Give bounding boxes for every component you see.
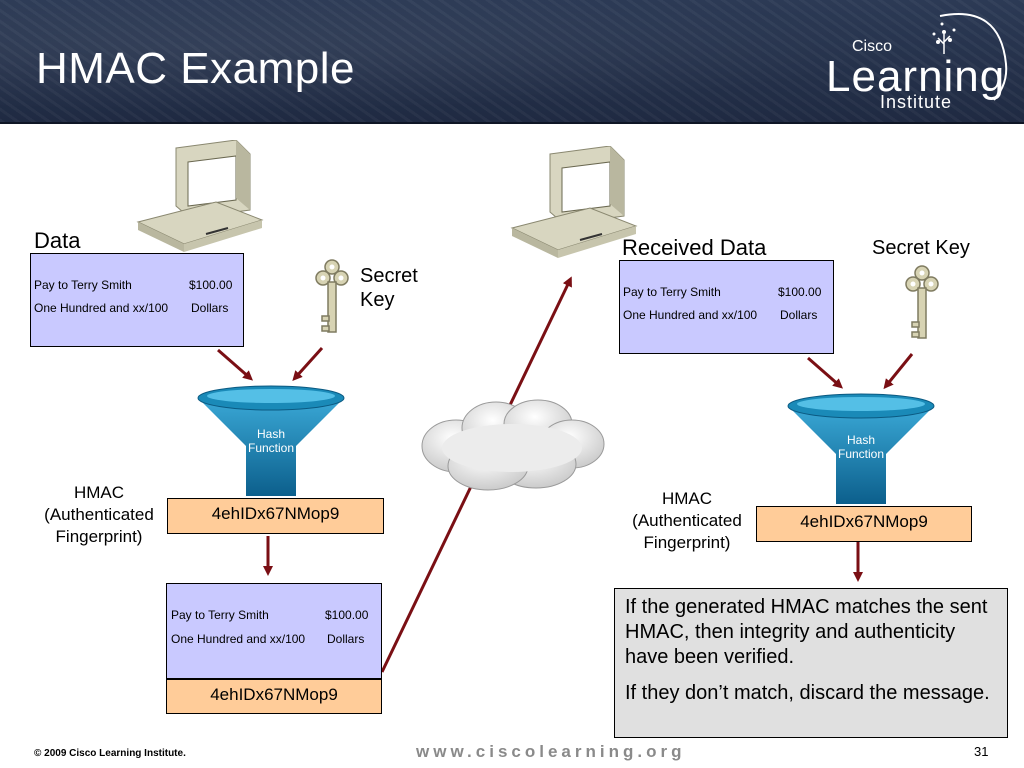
receiver-hmac-value-box: 4ehIDx67NMop9 <box>756 506 972 542</box>
verification-note-box: If the generated HMAC matches the sent H… <box>614 588 1008 738</box>
sender-hash-function-label: Hash Function <box>230 427 312 455</box>
hmac-label-line2: (Authenticated <box>44 505 154 524</box>
hmac-label-line2: (Authenticated <box>632 511 742 530</box>
payee-text: Pay to Terry Smith <box>623 285 721 299</box>
payee-text: Pay to Terry Smith <box>171 608 269 622</box>
sender-hmac-value-box: 4ehIDx67NMop9 <box>167 498 384 534</box>
receiver-secret-key-icon <box>905 265 939 339</box>
amount-words-text: One Hundred and xx/100 <box>34 301 169 315</box>
amount-words-text: One Hundred and xx/100 <box>623 308 758 322</box>
sent-data-box: Pay to Terry Smith $100.00 One Hundred a… <box>166 583 382 679</box>
sender-hash-funnel-icon <box>197 385 345 496</box>
hmac-label-line1: HMAC <box>661 489 713 508</box>
sent-hmac-value-box: 4ehIDx67NMop9 <box>166 679 382 714</box>
arrow-key-to-hash <box>292 346 324 381</box>
hash-label-line2: Function <box>837 447 885 461</box>
arrow-data-to-hash <box>217 348 254 381</box>
sender-data-box: Pay to Terry Smith $100.00 One Hundred a… <box>30 253 244 347</box>
slide-page-number: 31 <box>974 744 989 759</box>
payee-text: Pay to Terry Smith <box>34 278 132 292</box>
hash-label-line1: Hash <box>256 427 285 441</box>
receiver-hash-funnel-icon <box>787 393 935 504</box>
footer-url: www.ciscolearning.org <box>416 742 686 761</box>
footer-copyright: © 2009 Cisco Learning Institute. <box>34 748 186 759</box>
note-match-text: If the generated HMAC matches the sent H… <box>625 596 988 668</box>
received-data-box: Pay to Terry Smith $100.00 One Hundred a… <box>619 260 834 354</box>
amount-text: $100.00 <box>325 608 369 622</box>
amount-words-text: One Hundred and xx/100 <box>171 632 306 646</box>
sender-secret-key-label: Secret Key <box>360 264 418 312</box>
sender-computer-icon <box>136 140 264 252</box>
receiver-hmac-label: HMAC (Authenticated Fingerprint) <box>614 488 760 554</box>
sender-hmac-label: HMAC (Authenticated Fingerprint) <box>26 482 172 548</box>
currency-text: Dollars <box>191 301 229 315</box>
slide-title: HMAC Example <box>36 44 355 93</box>
note-mismatch-text: If they don’t match, discard the message… <box>625 682 990 704</box>
hmac-label-line3: Fingerprint) <box>643 533 731 552</box>
currency-text: Dollars <box>327 632 365 646</box>
hash-label-line1: Hash <box>846 433 875 447</box>
hmac-label-line3: Fingerprint) <box>55 527 143 546</box>
receiver-computer-icon <box>510 146 638 258</box>
arrow-received-to-hash <box>807 356 844 389</box>
logo-cisco-text: Cisco <box>852 38 893 55</box>
receiver-secret-key-label: Secret Key <box>872 237 970 259</box>
secret-label-line1: Secret <box>360 265 418 287</box>
amount-text: $100.00 <box>778 285 822 299</box>
secret-label-line2: Key <box>360 289 395 311</box>
amount-text: $100.00 <box>189 278 233 292</box>
received-data-label: Received Data <box>622 235 767 260</box>
logo-learning-text: Learning <box>826 52 1006 101</box>
sender-data-label: Data <box>34 228 81 253</box>
network-cloud-icon <box>421 399 605 491</box>
currency-text: Dollars <box>780 308 818 322</box>
hmac-label-line1: HMAC <box>73 483 125 502</box>
receiver-hash-function-label: Hash Function <box>820 433 902 461</box>
header-banner <box>0 0 1024 124</box>
logo-institute-text: Institute <box>880 92 953 112</box>
secret-key-icon <box>315 259 349 333</box>
hash-label-line2: Function <box>247 441 295 455</box>
logo-tree-icon <box>932 13 1008 101</box>
arrow-recv-key-to-hash <box>883 353 914 390</box>
